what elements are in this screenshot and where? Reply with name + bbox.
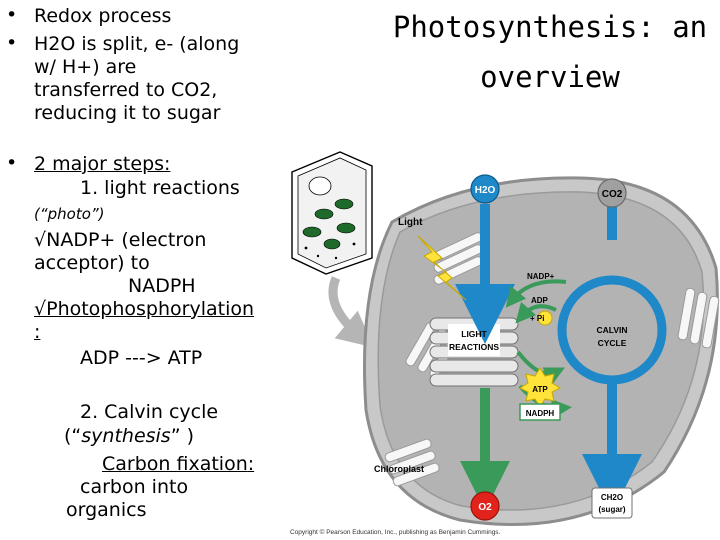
light-bolt-icon xyxy=(417,235,467,301)
carbon-into: carbon into xyxy=(80,476,189,498)
synthesis-open: (“ xyxy=(64,425,82,447)
photophosphorylation: √Photophosphorylation xyxy=(34,298,255,320)
light-reactions-label-1: LIGHT xyxy=(461,329,487,339)
nadp-line1: √NADP+ (electron xyxy=(34,229,207,251)
h2o-circle xyxy=(470,174,500,204)
zoom-pointer-arrow xyxy=(328,276,374,348)
carbon-fixation: Carbon fixation: xyxy=(102,452,254,476)
title-line-2: overview xyxy=(480,60,620,94)
nadp-line3: NADPH xyxy=(128,275,196,297)
pi-label: + Pi xyxy=(530,314,544,323)
bullet-h2o-line1: H2O is split, e- (along xyxy=(34,33,240,55)
step-light-reactions: 1. light reactions xyxy=(80,177,240,199)
nadp-arrow xyxy=(505,279,567,308)
organics: organics xyxy=(66,499,147,521)
chloroplast-label: Chloroplast xyxy=(374,464,424,474)
bullet-two-steps: 2 major steps: xyxy=(34,153,171,175)
calvin-label-1: CALVIN xyxy=(596,325,627,335)
synthesis-word: synthesis xyxy=(81,425,171,447)
photophosphorylation-colon: : xyxy=(34,321,41,343)
h2o-label: H2O xyxy=(475,185,496,196)
adp-to-atp: ADP ---> ATP xyxy=(80,347,203,369)
pi-circle xyxy=(537,310,553,326)
ch2o-label: CH2O xyxy=(601,493,623,502)
co2-label: CO2 xyxy=(602,189,623,200)
adp-arrow xyxy=(515,301,557,324)
light-reactions-label-2: REACTIONS xyxy=(449,342,499,352)
light-label: Light xyxy=(398,217,423,228)
bullet-h2o-line2: w/ H+) are xyxy=(34,56,137,78)
synthesis-note: (“synthesis” ) xyxy=(64,424,194,448)
co2-circle xyxy=(597,178,627,208)
bullet-redox: Redox process xyxy=(34,5,172,27)
plant-cell-icon xyxy=(291,151,373,275)
calvin-cycle-loop xyxy=(557,275,667,385)
atp-label: ATP xyxy=(532,385,548,394)
o2-label: O2 xyxy=(478,502,492,513)
o2-circle xyxy=(470,491,500,521)
synthesis-close: ” ) xyxy=(170,425,195,447)
adp-label: ADP xyxy=(531,296,549,305)
nadph-label: NADPH xyxy=(526,409,555,418)
bullet-dot: • xyxy=(6,4,18,26)
bullet-dot: • xyxy=(6,32,18,54)
title-line-1: Photosynthesis: an xyxy=(392,10,708,44)
sugar-label: (sugar) xyxy=(598,505,625,514)
copyright-notice: Copyright © Pearson Education, Inc., pub… xyxy=(290,529,501,536)
nadph-box xyxy=(519,403,561,421)
carbon-fixation-colon: : xyxy=(247,453,255,475)
step-calvin-cycle: 2. Calvin cycle xyxy=(80,401,219,423)
nadp-plus-label: NADP+ xyxy=(527,272,555,281)
slide-title: Photosynthesis: an overview xyxy=(380,2,720,102)
sugar-box xyxy=(591,487,633,519)
nadp-line2: acceptor) to xyxy=(34,252,150,274)
calvin-label-2: CYCLE xyxy=(598,338,627,348)
bullet-h2o-line3: transferred to CO2, xyxy=(34,79,218,101)
bullet-dot: • xyxy=(6,152,18,174)
carbon-fixation-word: Carbon fixation xyxy=(102,453,248,475)
bullet-h2o-line4: reducing it to sugar xyxy=(34,102,221,124)
photo-note: (“photo”) xyxy=(34,205,105,223)
